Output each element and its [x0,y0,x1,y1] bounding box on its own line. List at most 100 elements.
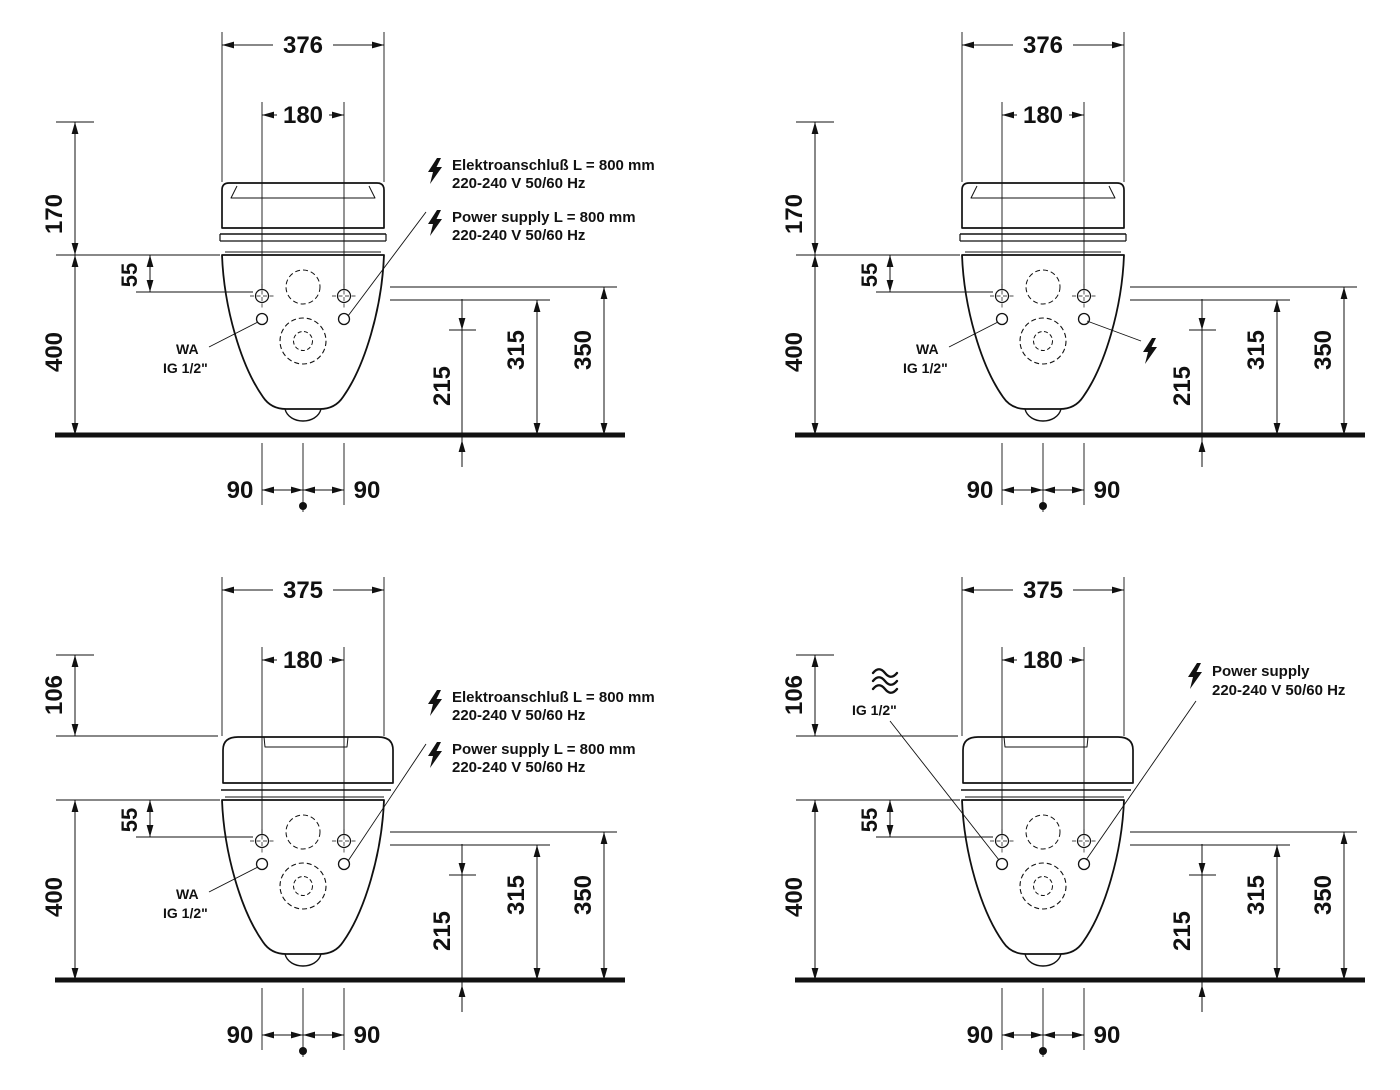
dimension-arrow [1112,586,1124,594]
dim-seat-offset: 55 [857,808,882,832]
label-wa: WA [916,341,939,357]
bowl-body-outline [221,799,385,955]
dim-supply-height: 215 [1169,911,1196,951]
dimension-arrow [71,255,79,267]
dimension-arrow [71,800,79,812]
cistern-outline [221,182,385,229]
dim-supply-height: 215 [1169,366,1196,406]
water-waves-icon [871,668,899,694]
dimension-arrow [1273,968,1281,980]
dimension-arrow [1198,863,1206,875]
dimension-arrow [146,825,154,837]
dimension-arrow [962,586,974,594]
dimension-arrow [1031,1031,1043,1039]
dim-outer-width: 375 [283,577,323,604]
lightning-icon [1188,663,1202,689]
dimension-arrow [332,486,344,494]
label-electro-line1: Elektroanschluß L = 800 mm [452,689,655,706]
lightning-icon [428,690,442,716]
dimension-arrow [1002,1031,1014,1039]
dim-hole-left: 90 [967,477,994,504]
dim-seat-offset: 55 [117,263,142,287]
dim-supply-height: 215 [429,366,456,406]
label-power-line1: Power supply [1212,663,1310,680]
lightning-icon [1143,338,1157,364]
dim-hole-left: 90 [227,1022,254,1049]
dimension-arrow [1002,656,1014,664]
dimension-arrow [1031,486,1043,494]
center-mark [1039,502,1047,510]
dimension-arrow [886,255,894,267]
dimension-arrow [332,111,344,119]
dim-conn-height-inner: 315 [1243,330,1270,370]
dimension-arrow [1340,423,1348,435]
dim-rim-height: 400 [781,877,808,917]
center-mark [1039,1047,1047,1055]
dim-hole-spacing: 180 [1023,647,1063,674]
dimension-arrow [1273,845,1281,857]
dimension-arrow [146,800,154,812]
label-inlet-thread: IG 1/2" [852,702,897,718]
bowl-body-outline [961,799,1125,955]
dimension-arrow [811,655,819,667]
label-power-line1: Power supply L = 800 mm [452,209,636,226]
dim-outer-width: 376 [283,32,323,59]
dim-rim-height: 400 [781,332,808,372]
toilet-drawing [959,182,1127,422]
dimension-arrow [600,423,608,435]
dimension-arrow [291,1031,303,1039]
seat-lid-outline [222,736,394,784]
dim-outer-width: 376 [1023,32,1063,59]
dimension-arrow [1072,656,1084,664]
dimension-arrow [1198,985,1206,997]
lightning-icon [428,158,442,184]
dimension-arrow [1340,287,1348,299]
dimension-arrow [1273,423,1281,435]
dimension-arrow [146,255,154,267]
dimension-arrow [303,486,315,494]
bowl-body-outline [961,254,1125,410]
toilet-drawing [219,182,387,422]
dim-conn-height-outer: 350 [1310,875,1337,915]
dimension-arrow [71,968,79,980]
dimension-arrow [262,111,274,119]
lightning-icon [428,210,442,236]
label-power-line1: Power supply L = 800 mm [452,741,636,758]
dimension-arrow [1072,486,1084,494]
dimension-arrow [291,486,303,494]
center-mark [299,502,307,510]
dimension-arrow [1198,440,1206,452]
dim-upper-height: 106 [41,675,68,715]
dimension-arrow [1002,111,1014,119]
outlet-curve [284,408,322,422]
dimension-arrow [886,280,894,292]
dimension-arrow [1043,486,1055,494]
dimension-arrow [71,655,79,667]
dimension-arrow [533,423,541,435]
dimension-arrow [886,800,894,812]
dim-seat-offset: 55 [857,263,882,287]
dimension-arrow [533,300,541,312]
dimension-arrow [811,800,819,812]
seat-lid-outline [962,736,1134,784]
dimension-arrow [1273,300,1281,312]
dim-rim-height: 400 [41,877,68,917]
dimension-arrow [1043,1031,1055,1039]
annotations: WA IG 1/2" [903,320,1157,376]
outlet-curve [1024,408,1062,422]
dim-upper-height: 170 [41,194,68,234]
dim-upper-height: 106 [781,675,808,715]
dim-upper-height: 170 [781,194,808,234]
dim-hole-right: 90 [354,477,381,504]
label-wa-thread: IG 1/2" [903,360,948,376]
dim-hole-left: 90 [967,1022,994,1049]
dimension-arrow [811,968,819,980]
dimension-arrow [1072,1031,1084,1039]
dim-conn-height-outer: 350 [1310,330,1337,370]
